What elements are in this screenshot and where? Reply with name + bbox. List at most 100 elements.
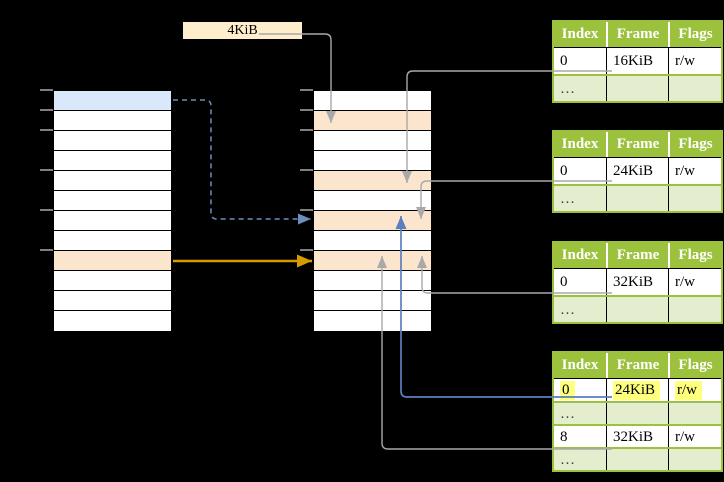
memory-row [314, 291, 431, 311]
header-index: Index [561, 136, 599, 152]
memory-row [54, 91, 171, 111]
memory-row [314, 271, 431, 291]
header-index: Index [561, 357, 599, 373]
address-tick [300, 249, 313, 251]
memory-row [314, 251, 431, 271]
table-row-ellipsis: … [554, 295, 721, 322]
cell-flags [668, 449, 721, 470]
cell-flags: r/w [668, 158, 721, 184]
cell-index: … [560, 302, 575, 318]
address-tick [40, 249, 53, 251]
memory-row [54, 111, 171, 131]
address-tick [40, 89, 53, 91]
table-row-ellipsis: … [554, 401, 721, 424]
cell-frame [606, 297, 668, 322]
cell-index: 0 [554, 379, 606, 401]
cell-index: … [560, 81, 575, 97]
highlighted-value: r/w [675, 381, 702, 400]
table-row-highlighted: 0 24KiB r/w [554, 378, 721, 401]
page-size-label: 4KiB [183, 22, 302, 39]
header-frame: Frame [606, 243, 668, 268]
cell-flags [668, 76, 721, 101]
cell-flags: r/w [668, 379, 721, 401]
address-tick [300, 209, 313, 211]
cell-index: 8 [560, 429, 568, 445]
cell-frame: 24KiB [606, 379, 668, 401]
cell-index: 0 [560, 163, 568, 179]
memory-row [314, 311, 431, 331]
cell-frame: 16KiB [606, 48, 668, 74]
header-flags: Flags [668, 132, 721, 157]
memory-row [54, 271, 171, 291]
cell-frame: 32KiB [606, 426, 668, 447]
memory-row [314, 111, 431, 131]
table-header-row: Index Frame Flags [554, 243, 721, 268]
header-frame: Frame [606, 132, 668, 157]
cell-index: … [560, 191, 575, 207]
page-size-label-text: 4KiB [227, 22, 258, 38]
table-header-row: Index Frame Flags [554, 353, 721, 378]
highlighted-value: 0 [560, 381, 575, 400]
table-header-row: Index Frame Flags [554, 132, 721, 157]
memory-row [314, 91, 431, 111]
header-flags: Flags [668, 353, 721, 378]
cell-frame [606, 449, 668, 470]
address-tick [300, 169, 313, 171]
memory-row [54, 171, 171, 191]
highlighted-value: 24KiB [613, 381, 661, 400]
header-flags: Flags [668, 22, 721, 47]
cell-flags [668, 186, 721, 211]
address-tick [300, 129, 313, 131]
table-row: 0 16KiB r/w [554, 47, 721, 74]
cell-index: 0 [560, 53, 568, 69]
table-row: 0 24KiB r/w [554, 157, 721, 184]
cell-frame [606, 186, 668, 211]
memory-row [314, 171, 431, 191]
header-flags: Flags [668, 243, 721, 268]
table-row-ellipsis: … [554, 184, 721, 211]
address-tick [40, 109, 53, 111]
page-table-3: Index Frame Flags 0 32KiB r/w … [552, 241, 723, 324]
address-tick [40, 209, 53, 211]
memory-row [54, 291, 171, 311]
table-row: 8 32KiB r/w [554, 424, 721, 447]
cell-frame [606, 403, 668, 424]
table-row-ellipsis: … [554, 74, 721, 101]
cell-frame: 24KiB [606, 158, 668, 184]
arrow-blue-page-mapping [173, 99, 311, 225]
page-table-2: Index Frame Flags 0 24KiB r/w … [552, 130, 723, 213]
memory-row [54, 191, 171, 211]
memory-row [54, 151, 171, 171]
cell-frame: 32KiB [606, 269, 668, 295]
header-index: Index [561, 247, 599, 263]
cell-frame [606, 76, 668, 101]
page-table-1: Index Frame Flags 0 16KiB r/w … [552, 20, 723, 103]
address-tick [300, 89, 313, 91]
address-tick [40, 129, 53, 131]
table-row: 0 32KiB r/w [554, 268, 721, 295]
cell-index: … [560, 452, 575, 468]
cell-index: … [560, 406, 575, 422]
cell-flags: r/w [668, 426, 721, 447]
header-frame: Frame [606, 22, 668, 47]
virtual-memory-column [53, 90, 172, 332]
page-table-4: Index Frame Flags 0 24KiB r/w … 8 32KiB … [552, 351, 723, 472]
address-tick [40, 169, 53, 171]
cell-flags: r/w [668, 48, 721, 74]
physical-memory-column [313, 90, 432, 332]
header-frame: Frame [606, 353, 668, 378]
table-header-row: Index Frame Flags [554, 22, 721, 47]
cell-flags: r/w [668, 269, 721, 295]
memory-row [314, 191, 431, 211]
table-row-ellipsis: … [554, 447, 721, 470]
memory-row [314, 231, 431, 251]
cell-flags [668, 297, 721, 322]
memory-row [314, 131, 431, 151]
cell-index: 0 [560, 274, 568, 290]
memory-row [54, 311, 171, 331]
memory-row [54, 131, 171, 151]
address-tick [300, 109, 313, 111]
memory-row [54, 231, 171, 251]
memory-row [54, 211, 171, 231]
